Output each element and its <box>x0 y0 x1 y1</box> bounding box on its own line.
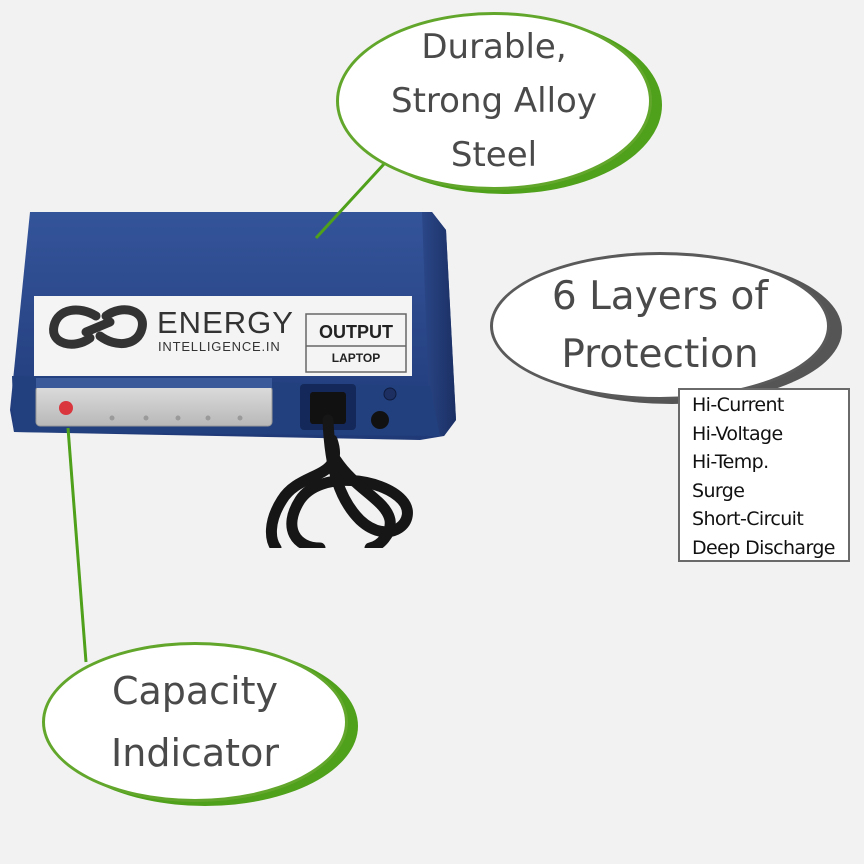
list-item: Surge <box>692 479 745 502</box>
energy-logo-icon <box>49 305 147 349</box>
brand-domain: INTELLIGENCE.IN <box>158 339 281 354</box>
protection-layers-callout: 6 Layers of Protection <box>490 252 830 400</box>
durable-leader-line <box>314 162 386 240</box>
callout-line: Indicator <box>111 731 279 775</box>
list-item: Hi-Voltage <box>692 422 783 445</box>
list-item: Deep Discharge <box>692 536 835 559</box>
protection-list: Hi-Current Hi-Voltage Hi-Temp. Surge Sho… <box>678 388 850 562</box>
callout-line: Durable, <box>421 27 567 67</box>
callout-line: Strong Alloy <box>391 81 597 121</box>
durable-steel-callout: Durable, Strong Alloy Steel <box>336 12 652 190</box>
callout-line: Capacity <box>111 669 279 713</box>
capacity-indicator-callout: Capacity Indicator <box>42 642 348 802</box>
list-item: Short-Circuit <box>692 508 804 530</box>
list-item: Hi-Current <box>692 394 784 416</box>
power-led-icon <box>59 401 73 415</box>
capacity-leader-line <box>66 427 88 663</box>
callout-line: Protection <box>561 332 759 377</box>
power-cable <box>266 414 413 554</box>
output-label: OUTPUT <box>319 322 393 342</box>
laptop-label: LAPTOP <box>331 351 381 365</box>
output-port <box>300 384 397 430</box>
capacity-indicator-panel <box>35 378 273 427</box>
output-box-frame <box>305 313 407 373</box>
brand-name: ENERGY <box>157 305 294 340</box>
list-item: Hi-Temp. <box>692 451 769 473</box>
callout-line: Steel <box>450 135 538 175</box>
callout-line: 6 Layers of <box>551 274 769 319</box>
